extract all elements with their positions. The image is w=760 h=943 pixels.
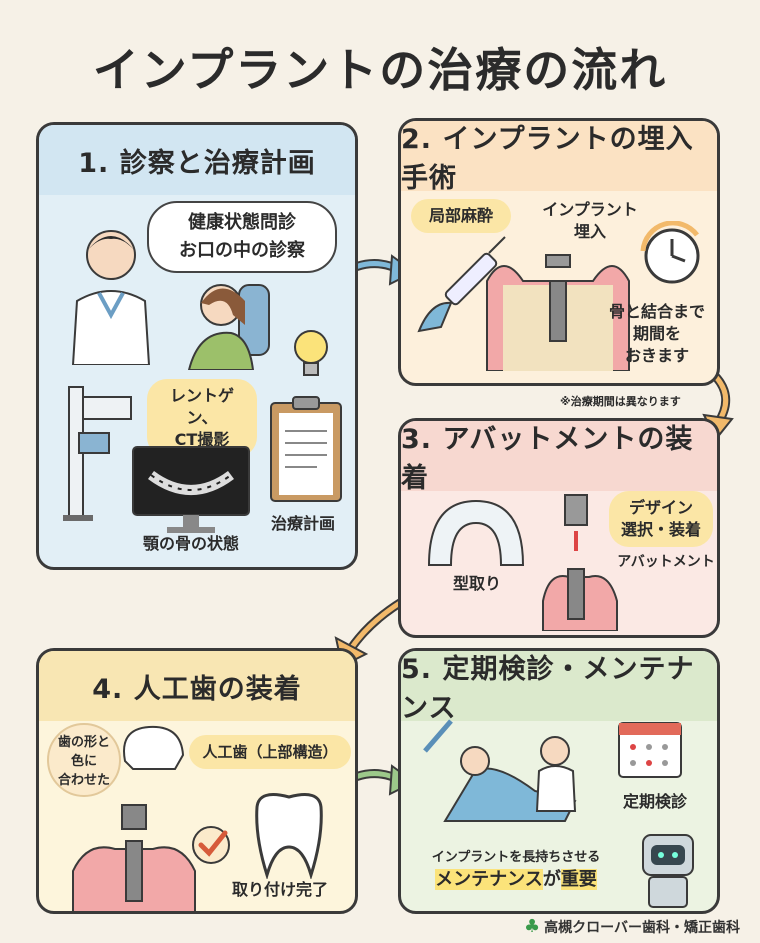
footer-brand: ♣ 高槻クローバー歯科・矯正歯科 xyxy=(524,916,740,937)
xray-monitor-icon xyxy=(132,446,250,533)
shape-color-badge: 歯の形と 色に 合わせた xyxy=(47,723,121,797)
step-1-heading: 1. 診察と治療計画 xyxy=(39,125,355,195)
calendar-icon xyxy=(618,722,682,778)
implant-gum-icon xyxy=(486,254,630,371)
shape-line-2: 色に xyxy=(70,754,97,769)
design-line-2: 選択・装着 xyxy=(621,520,702,539)
implant-label-line-2: 埋入 xyxy=(573,222,606,241)
robot-icon xyxy=(642,834,694,908)
patient-icon xyxy=(187,284,270,370)
syringe-icon xyxy=(417,236,506,333)
checkup-label: 定期検診 xyxy=(622,792,687,811)
crown-implant-icon xyxy=(72,804,196,911)
maintenance-word: メンテナンス xyxy=(435,869,543,890)
abutment-label: アバットメント xyxy=(617,554,715,570)
xray-label-line-2: CT撮影 xyxy=(174,430,230,449)
xray-label-line-1: レントゲン、 xyxy=(169,386,234,427)
consultation-bubble: 健康状態問診 お口の中の診察 xyxy=(147,201,337,273)
step-4-heading: 4. 人工歯の装着 xyxy=(39,651,355,721)
page-title: インプラントの治療の流れ xyxy=(92,43,668,97)
healing-period-label: 骨と結合まで 期間を おきます xyxy=(597,301,717,367)
step-2-card: 2. インプラントの埋入手術 局部麻酔 インプラント 埋入 骨と結合まで 期間を… xyxy=(398,118,720,386)
lightbulb-icon xyxy=(294,330,328,376)
impression-tray-icon xyxy=(427,499,525,566)
clipboard-icon xyxy=(270,396,342,502)
bubble-line-2: お口の中の診察 xyxy=(179,240,305,261)
implant-placement-label: インプラント 埋入 xyxy=(535,199,645,243)
step-5-heading: 5. 定期検診・メンテナンス xyxy=(401,651,717,724)
crown-icon xyxy=(123,725,185,770)
anesthesia-label: 局部麻酔 xyxy=(411,199,511,233)
maintenance-particle: が xyxy=(542,869,561,890)
design-label: デザイン 選択・装着 xyxy=(609,491,713,547)
hygienist-patient-icon xyxy=(423,719,577,822)
design-line-1: デザイン xyxy=(628,498,693,517)
doctor-icon xyxy=(71,230,151,365)
clover-icon: ♣ xyxy=(524,916,541,937)
tooth-icon xyxy=(255,793,323,879)
important-word: 重要 xyxy=(560,869,597,890)
implant-label-line-1: インプラント xyxy=(542,200,638,219)
step-2-heading: 2. インプラントの埋入手術 xyxy=(401,121,717,194)
impression-label: 型取り xyxy=(452,574,501,593)
step-3-heading: 3. アバットメントの装着 xyxy=(401,421,717,494)
step-3-card: 3. アバットメントの装着 型取り デザイン 選択・装着 アバットメント xyxy=(398,418,720,638)
bubble-line-1: 健康状態問診 xyxy=(188,212,296,233)
period-note: ※治療期間は異なります xyxy=(560,395,681,408)
shape-line-1: 歯の形と xyxy=(57,735,110,750)
jaw-bone-label: 顎の骨の状態 xyxy=(142,534,239,553)
wait-line-2: 期間を xyxy=(632,324,681,343)
done-label: 取り付け完了 xyxy=(231,880,328,899)
abutment-icon xyxy=(542,494,618,631)
checkmark-icon xyxy=(192,826,230,864)
wait-line-3: おきます xyxy=(624,346,689,365)
clinic-name: 高槻クローバー歯科・矯正歯科 xyxy=(544,919,740,936)
treatment-plan-label: 治療計画 xyxy=(270,514,335,533)
step-1-card: 1. 診察と治療計画 健康状態問診 お口の中の診察 レントゲン、 CT撮影 顎の… xyxy=(36,122,358,570)
step-4-card: 4. 人工歯の装着 歯の形と 色に 合わせた 人工歯（上部構造） 取り付け完了 xyxy=(36,648,358,914)
clock-icon xyxy=(640,221,700,284)
xray-label: レントゲン、 CT撮影 xyxy=(147,379,257,457)
xray-machine-icon xyxy=(63,386,132,521)
maintenance-subline: インプラントを長持ちさせる xyxy=(431,850,601,865)
step-5-card: 5. 定期検診・メンテナンス 定期検診 インプラントを長持ちさせる メンテナンス… xyxy=(398,648,720,914)
maintenance-headline: メンテナンスが重要 xyxy=(411,869,621,891)
shape-line-3: 合わせた xyxy=(57,773,110,788)
wait-line-1: 骨と結合まで xyxy=(608,302,705,321)
crown-label: 人工歯（上部構造） xyxy=(189,735,351,769)
